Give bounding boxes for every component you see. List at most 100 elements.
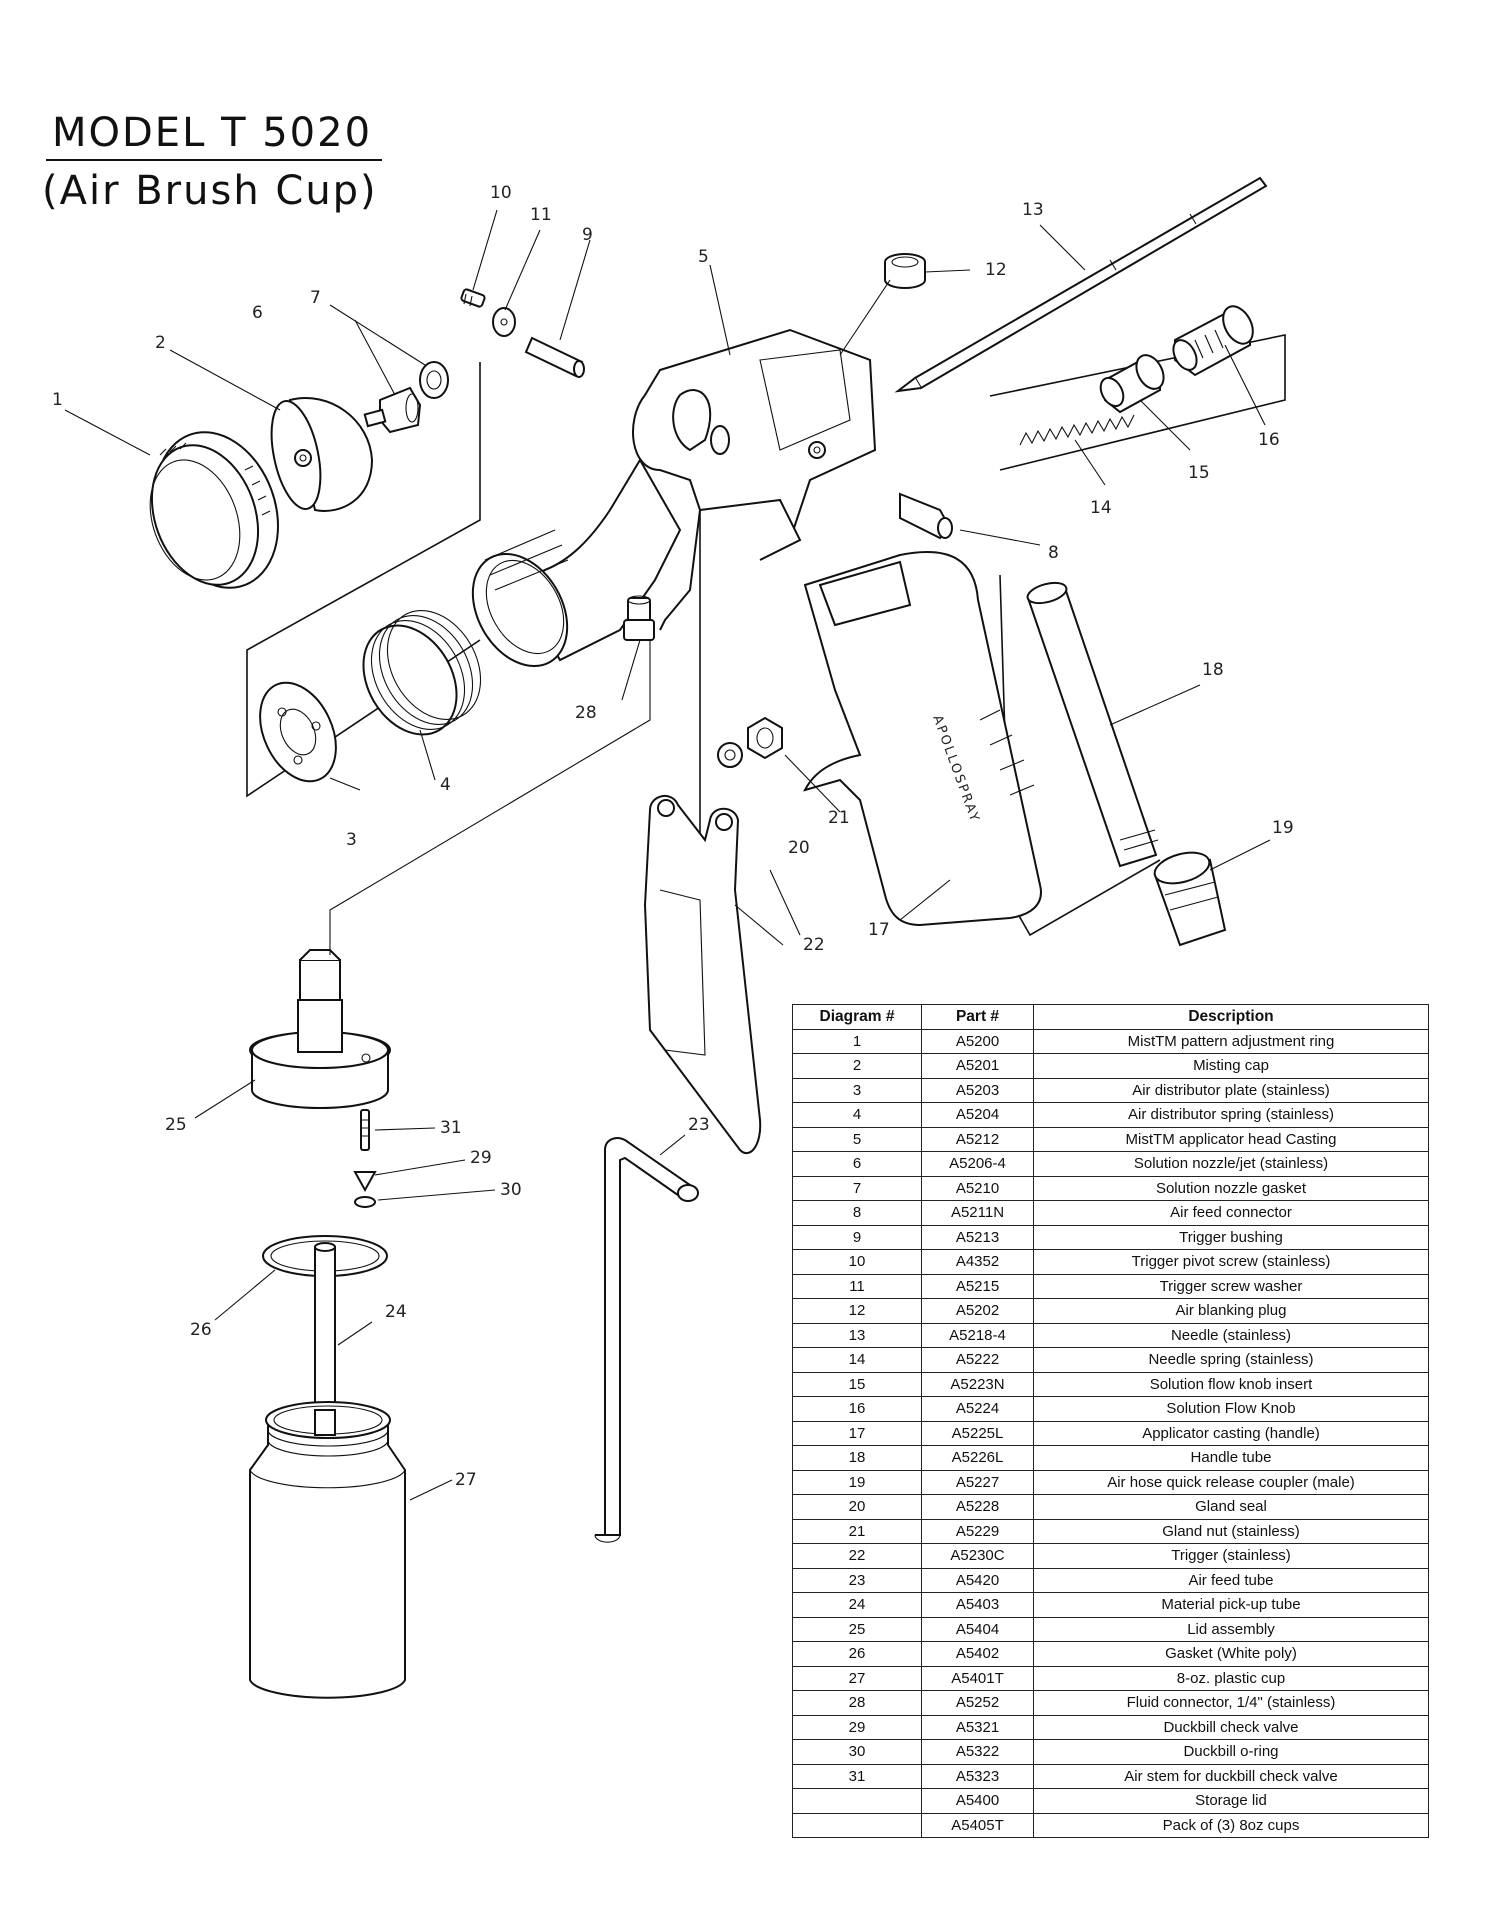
part-18-handle-tube	[1026, 581, 1159, 868]
cell-description: Solution nozzle gasket	[1033, 1175, 1429, 1201]
cell-description: Handle tube	[1033, 1445, 1429, 1471]
cell-diagram-number: 29	[792, 1714, 922, 1740]
callout-2: 2	[155, 333, 166, 353]
part-2-misting-cap	[270, 397, 374, 512]
part-5-applicator-head	[632, 328, 877, 544]
part-4-air-distributor-spring	[362, 610, 482, 736]
callout-22: 22	[803, 935, 825, 955]
cell-part-number: A5225L	[921, 1420, 1034, 1446]
cell-diagram-number: 6	[792, 1151, 922, 1177]
model-title: MODEL T 5020	[52, 110, 373, 156]
cell-part-number: A5400	[921, 1788, 1034, 1814]
cell-part-number: A4352	[921, 1249, 1034, 1275]
cell-part-number: A5210	[921, 1175, 1034, 1201]
part-21-gland-nut	[747, 716, 783, 760]
callout-16: 16	[1258, 430, 1280, 450]
cell-diagram-number: 15	[792, 1371, 922, 1397]
callout-1: 1	[52, 390, 63, 410]
callout-10: 10	[490, 183, 512, 203]
cell-diagram-number: 22	[792, 1543, 922, 1569]
cell-part-number: A5230C	[921, 1543, 1034, 1569]
cell-part-number: A5224	[921, 1396, 1034, 1422]
header-part-number: Part #	[921, 1004, 1034, 1030]
cell-part-number: A5203	[921, 1077, 1034, 1103]
cell-part-number: A5403	[921, 1592, 1034, 1618]
cell-description: Needle spring (stainless)	[1033, 1347, 1429, 1373]
cell-diagram-number: 31	[792, 1763, 922, 1789]
callout-24: 24	[385, 1302, 407, 1322]
model-subtitle: (Air Brush Cup)	[42, 168, 378, 214]
callout-12: 12	[985, 260, 1007, 280]
callout-30: 30	[500, 1180, 522, 1200]
cell-description: Fluid connector, 1/4" (stainless)	[1033, 1690, 1429, 1716]
cell-description: Lid assembly	[1033, 1616, 1429, 1642]
cell-part-number: A5204	[921, 1102, 1034, 1128]
callout-9: 9	[582, 225, 593, 245]
cell-diagram-number: 8	[792, 1200, 922, 1226]
cell-description: Air blanking plug	[1033, 1298, 1429, 1324]
part-25-lid-assembly	[249, 949, 391, 1109]
part-8-air-feed-connector	[899, 492, 953, 540]
cell-part-number: A5402	[921, 1641, 1034, 1667]
cell-description: Air stem for duckbill check valve	[1033, 1763, 1429, 1789]
cell-description: Trigger pivot screw (stainless)	[1033, 1249, 1429, 1275]
cell-diagram-number: 4	[792, 1102, 922, 1128]
part-5-front-bore	[471, 529, 569, 668]
cell-description: Gland nut (stainless)	[1033, 1518, 1429, 1544]
cell-description: MistTM applicator head Casting	[1033, 1126, 1429, 1152]
callout-18: 18	[1202, 660, 1224, 680]
cell-part-number: A5200	[921, 1028, 1034, 1054]
cell-description: Pack of (3) 8oz cups	[1033, 1812, 1429, 1838]
leader-lines	[64, 209, 1271, 1501]
part-31-air-stem	[360, 1109, 370, 1151]
part-20-gland-seal	[717, 742, 743, 768]
cell-part-number: A5229	[921, 1518, 1034, 1544]
part-13-needle	[894, 176, 1268, 393]
cell-diagram-number	[792, 1812, 922, 1838]
callout-3: 3	[346, 830, 357, 850]
cell-diagram-number: 16	[792, 1396, 922, 1422]
cell-diagram-number: 9	[792, 1224, 922, 1250]
callout-13: 13	[1022, 200, 1044, 220]
part-23-air-feed-tube	[594, 1137, 699, 1543]
callout-5: 5	[698, 247, 709, 267]
part-6-solution-nozzle	[363, 386, 422, 434]
cell-part-number: A5206-4	[921, 1151, 1034, 1177]
callout-6: 6	[252, 303, 263, 323]
cell-part-number: A5218-4	[921, 1322, 1034, 1348]
cell-description: Solution flow knob insert	[1033, 1371, 1429, 1397]
part-16-solution-flow-knob	[1172, 305, 1254, 377]
cell-diagram-number: 1	[792, 1028, 922, 1054]
callout-25: 25	[165, 1115, 187, 1135]
cell-description: Duckbill o-ring	[1033, 1739, 1429, 1765]
cell-diagram-number: 13	[792, 1322, 922, 1348]
cell-description: Applicator casting (handle)	[1033, 1420, 1429, 1446]
cell-description: Storage lid	[1033, 1788, 1429, 1814]
part-11-trigger-screw-washer	[492, 307, 516, 337]
cell-diagram-number: 25	[792, 1616, 922, 1642]
cell-description: Air feed tube	[1033, 1567, 1429, 1593]
cell-part-number: A5401T	[921, 1665, 1034, 1691]
cell-diagram-number: 26	[792, 1641, 922, 1667]
cell-part-number: A5223N	[921, 1371, 1034, 1397]
callout-4: 4	[440, 775, 451, 795]
